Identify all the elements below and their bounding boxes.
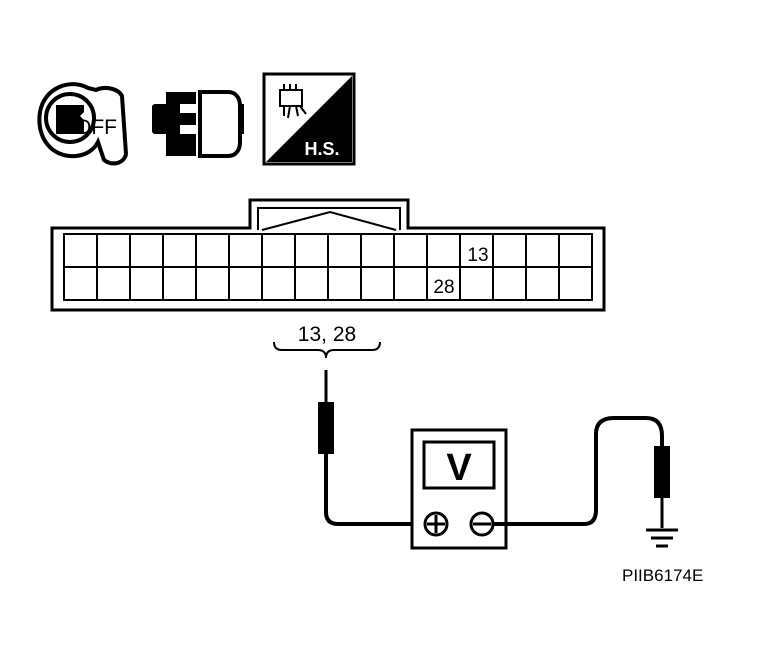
negative-terminal-icon xyxy=(469,511,495,537)
negative-probe xyxy=(494,416,670,528)
voltmeter-mode-label: V xyxy=(446,447,472,489)
probe-terminal-label: 13, 28 xyxy=(298,323,356,346)
positive-terminal-icon xyxy=(423,511,449,537)
disconnected-connector-icon xyxy=(152,90,244,158)
harness-side-label: H.S. xyxy=(304,139,339,159)
voltmeter: V xyxy=(410,428,508,550)
terminal-28-label: 28 xyxy=(433,277,454,298)
harness-side-icon: H.S. xyxy=(262,72,356,166)
positive-probe xyxy=(318,370,420,526)
connector-cavity xyxy=(558,266,593,301)
figure-code: PIIB6174E xyxy=(622,566,704,585)
terminal-brace xyxy=(273,341,381,359)
ground-symbol-icon xyxy=(646,528,678,548)
connector-cavity-grid xyxy=(63,233,593,301)
terminal-13-label: 13 xyxy=(467,245,488,266)
ignition-key-icon: OFF xyxy=(37,82,129,166)
ignition-off-label: OFF xyxy=(75,116,117,139)
